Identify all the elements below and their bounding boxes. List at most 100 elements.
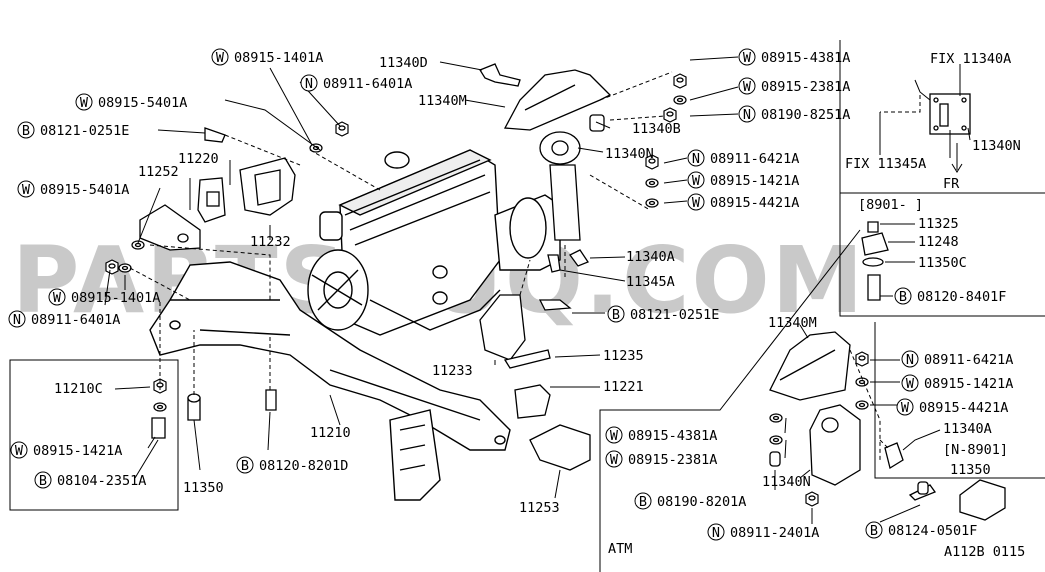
center-mount-parts bbox=[479, 294, 591, 471]
svg-text:W: W bbox=[743, 79, 752, 95]
svg-text:B: B bbox=[612, 307, 620, 323]
svg-text:N: N bbox=[692, 151, 700, 167]
svg-text:W: W bbox=[610, 452, 619, 468]
svg-text:08124-0501F: 08124-0501F bbox=[888, 523, 977, 539]
svg-text:W: W bbox=[692, 195, 701, 211]
label-11221: 11221 bbox=[603, 379, 644, 395]
label-11350C: 11350C bbox=[918, 255, 967, 271]
label-11340B: 11340B bbox=[632, 121, 681, 137]
svg-text:B: B bbox=[39, 473, 47, 489]
label-11340M-top: 11340M bbox=[418, 93, 467, 109]
date-box-parts bbox=[861, 221, 889, 301]
label-11350-left: 11350 bbox=[183, 480, 224, 496]
label-atm-11340A: 11340A bbox=[943, 421, 992, 437]
svg-text:08911-6421A: 08911-6421A bbox=[924, 352, 1013, 368]
bottom-left-parts bbox=[151, 378, 277, 439]
label-n-08911-6421A-top: N 08911-6421A bbox=[687, 149, 799, 167]
top-mount-parts bbox=[479, 63, 687, 273]
svg-text:08121-0251E: 08121-0251E bbox=[630, 307, 719, 323]
label-11252: 11252 bbox=[138, 164, 179, 180]
svg-text:W: W bbox=[15, 443, 24, 459]
label-w-08915-2381A-top: W 08915-2381A bbox=[738, 77, 850, 95]
label-11235: 11235 bbox=[603, 348, 644, 364]
svg-text:08911-6421A: 08911-6421A bbox=[710, 151, 799, 167]
label-11210: 11210 bbox=[310, 425, 351, 441]
svg-text:N: N bbox=[743, 107, 751, 123]
svg-text:08190-8201A: 08190-8201A bbox=[657, 494, 746, 510]
label-11340A-top: 11340A bbox=[626, 249, 675, 265]
front-crossmember bbox=[149, 261, 511, 501]
label-atm-11350: 11350 bbox=[950, 462, 991, 478]
label-b-08120-8201D: B 08120-8201D bbox=[236, 456, 348, 474]
svg-text:W: W bbox=[53, 290, 62, 306]
label-fix-11340A: FIX 11340A bbox=[930, 51, 1011, 67]
svg-text:N: N bbox=[13, 312, 21, 328]
svg-text:W: W bbox=[80, 95, 89, 111]
label-11340D: 11340D bbox=[379, 55, 428, 71]
svg-text:08911-2401A: 08911-2401A bbox=[730, 525, 819, 541]
leader-lines bbox=[9, 40, 1045, 572]
label-atm-b-08124-0501F: B 08124-0501F bbox=[865, 521, 977, 539]
label-atm: ATM bbox=[608, 541, 632, 557]
svg-text:08915-4421A: 08915-4421A bbox=[919, 400, 1008, 416]
label-atm-n-code: [N-8901] bbox=[943, 442, 1008, 458]
figure-code: A112B 0115 bbox=[944, 544, 1025, 560]
svg-text:B: B bbox=[870, 523, 878, 539]
label-atm-w-08915-4381A: W 08915-4381A bbox=[605, 426, 717, 444]
svg-text:B: B bbox=[241, 458, 249, 474]
svg-text:08915-2381A: 08915-2381A bbox=[761, 79, 850, 95]
svg-text:08190-8251A: 08190-8251A bbox=[761, 107, 850, 123]
label-n-08911-6401A-left: N 08911-6401A bbox=[8, 310, 120, 328]
label-11340N-top: 11340N bbox=[605, 146, 654, 162]
svg-text:N: N bbox=[305, 76, 313, 92]
engine-assembly bbox=[307, 149, 561, 336]
label-w-08915-5401A-top: W 08915-5401A bbox=[75, 93, 187, 111]
fix-box-parts bbox=[929, 93, 971, 135]
label-b-08121-0251E-mid: B 08121-0251E bbox=[607, 305, 719, 323]
svg-text:08120-8201D: 08120-8201D bbox=[259, 458, 348, 474]
label-11220: 11220 bbox=[178, 151, 219, 167]
svg-text:08915-5401A: 08915-5401A bbox=[98, 95, 187, 111]
svg-text:B: B bbox=[899, 289, 907, 305]
label-11253: 11253 bbox=[519, 500, 560, 516]
svg-text:08915-1401A: 08915-1401A bbox=[71, 290, 160, 306]
svg-text:W: W bbox=[692, 173, 701, 189]
label-fr: FR bbox=[943, 176, 960, 192]
label-atm-w-08915-4421A: W 08915-4421A bbox=[896, 398, 1008, 416]
label-11325: 11325 bbox=[918, 216, 959, 232]
svg-text:W: W bbox=[743, 50, 752, 66]
svg-text:08121-0251E: 08121-0251E bbox=[40, 123, 129, 139]
label-n-08190-8251A: N 08190-8251A bbox=[738, 105, 850, 123]
label-w-08915-1401A-left: W 08915-1401A bbox=[48, 288, 160, 306]
label-11210C: 11210C bbox=[54, 381, 103, 397]
label-atm-w-08915-1421A: W 08915-1421A bbox=[901, 374, 1013, 392]
label-11232: 11232 bbox=[250, 234, 291, 250]
label-atm-11340N: 11340N bbox=[762, 474, 811, 490]
svg-text:08915-1421A: 08915-1421A bbox=[924, 376, 1013, 392]
svg-text:W: W bbox=[22, 182, 31, 198]
label-date-code: [8901- ] bbox=[858, 197, 923, 213]
svg-text:W: W bbox=[610, 428, 619, 444]
svg-text:08915-4421A: 08915-4421A bbox=[710, 195, 799, 211]
svg-text:W: W bbox=[906, 376, 915, 392]
label-11233: 11233 bbox=[432, 363, 473, 379]
svg-text:W: W bbox=[216, 50, 225, 66]
dashed-lines bbox=[129, 71, 921, 460]
svg-text:08915-1421A: 08915-1421A bbox=[710, 173, 799, 189]
svg-text:W: W bbox=[901, 400, 910, 416]
label-fix-11340N: 11340N bbox=[972, 138, 1021, 154]
label-w-08915-1421A-top: W 08915-1421A bbox=[687, 171, 799, 189]
label-atm-11340M: 11340M bbox=[768, 315, 817, 331]
svg-text:08915-4381A: 08915-4381A bbox=[628, 428, 717, 444]
svg-text:08911-6401A: 08911-6401A bbox=[31, 312, 120, 328]
left-mount-parts bbox=[105, 121, 349, 275]
